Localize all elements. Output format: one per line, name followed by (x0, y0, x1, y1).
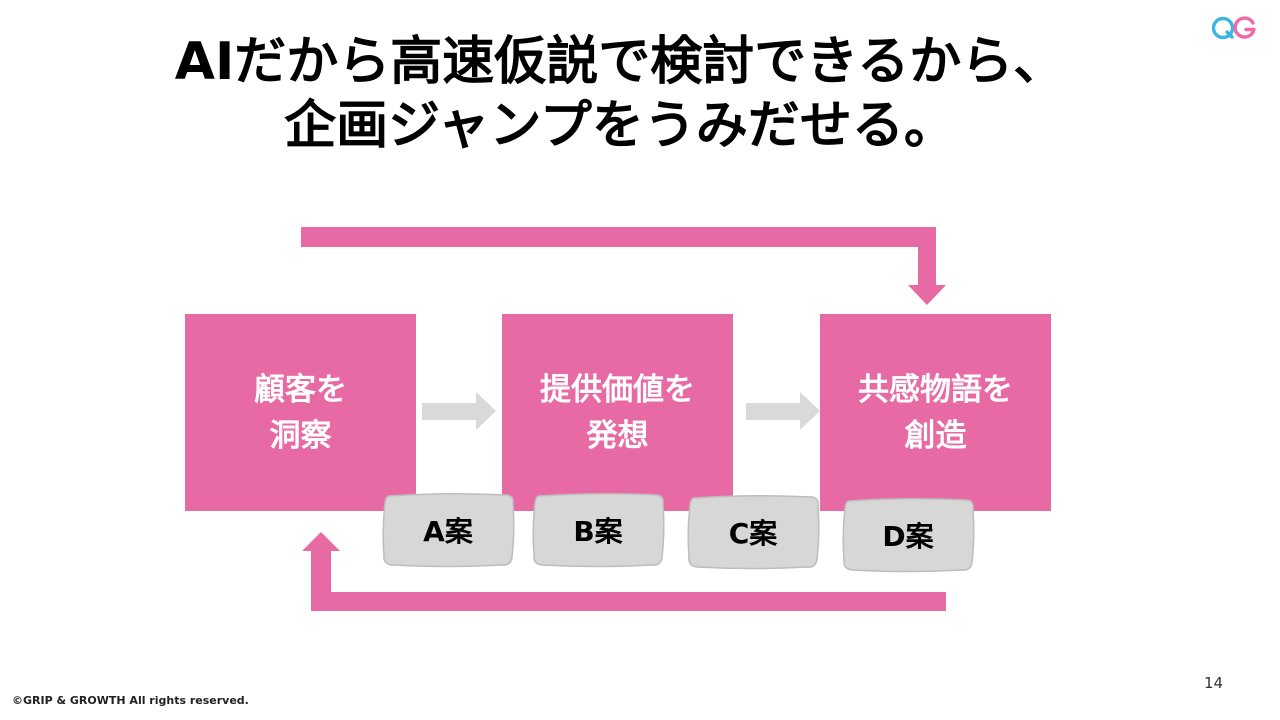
step-box-story: 共感物語を 創造 (820, 314, 1051, 511)
plan-c: C案 (686, 493, 820, 571)
bottom-loop-arrow (302, 532, 946, 611)
page-number: 14 (1204, 674, 1224, 692)
top-loop-arrow (301, 227, 946, 305)
plan-label: D案 (882, 520, 934, 553)
step-label-line-2: 洞察 (269, 417, 332, 454)
step-label-line-1: 共感物語を (858, 371, 1013, 408)
step-label-line-1: 顧客を (254, 371, 347, 408)
plan-d: D案 (841, 496, 975, 574)
plan-b: B案 (531, 491, 665, 569)
plan-label: C案 (728, 517, 778, 550)
slide-title-line-2: 企画ジャンプをうみだせる。 (284, 96, 956, 156)
step-box-value: 提供価値を 発想 (502, 314, 733, 511)
slide-title: AIだから高速仮説で検討できるから、 企画ジャンプをうみだせる。 (0, 30, 1240, 158)
logo-icon (1211, 16, 1256, 40)
step-label-line-2: 発想 (586, 417, 649, 454)
plan-a: A案 (381, 491, 515, 569)
plan-label: A案 (423, 515, 473, 548)
step-label-line-1: 提供価値を (540, 371, 695, 408)
slide-title-line-1: AIだから高速仮説で検討できるから、 (174, 32, 1066, 92)
copyright-notice: ©GRIP & GROWTH All rights reserved. (12, 694, 249, 707)
step-label-line-2: 創造 (904, 417, 967, 454)
plan-label: B案 (573, 515, 623, 548)
gray-arrow-2-to-3 (746, 392, 820, 430)
gray-arrow-1-to-2 (422, 392, 496, 430)
step-box-insight: 顧客を 洞察 (185, 314, 416, 511)
